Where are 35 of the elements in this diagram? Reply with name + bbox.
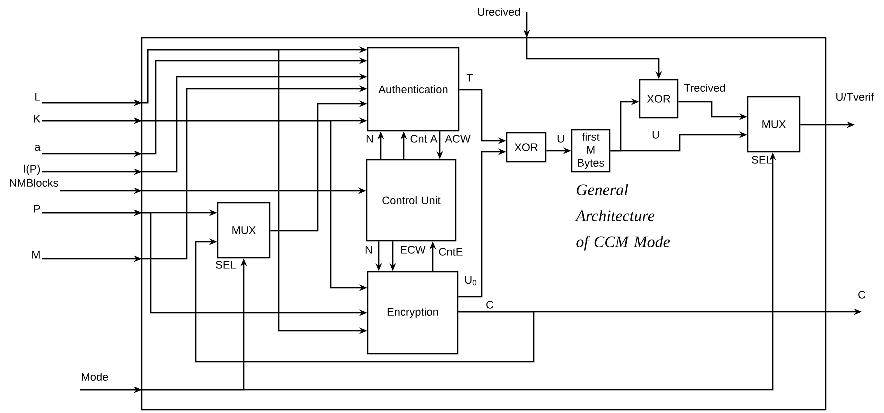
signal-label: C (858, 291, 866, 299)
arrow (195, 238, 535, 363)
block-box: XOR (506, 132, 547, 163)
signal-label: Mode (82, 372, 108, 382)
port-label: SEL (752, 156, 772, 164)
block-box: Authentication (367, 47, 460, 132)
edge-label: Cnt A (410, 135, 438, 143)
signal-label: Urecived (478, 8, 520, 16)
edge-label: N (366, 135, 374, 143)
edge-label: U (558, 135, 564, 143)
block-box: MUX (747, 96, 801, 153)
edge-label: N (366, 246, 372, 254)
edge-label: U$_{0}$ (466, 276, 477, 286)
block-box: XOR (639, 79, 679, 119)
block-box: first M Bytes (571, 129, 611, 173)
edge-label: CntE (439, 248, 463, 256)
edge-label: C (486, 301, 494, 309)
block-box: Control Unit (366, 159, 457, 242)
signal-label: a (35, 145, 41, 152)
edge-label: Trecived (684, 84, 726, 92)
edge-label: ECW (401, 246, 426, 254)
edge-label: ACW (445, 135, 471, 143)
block-box: MUX (217, 202, 271, 259)
edge-label: T (466, 74, 474, 82)
signal-label: P (34, 205, 40, 213)
port-label: SEL (216, 261, 236, 269)
signal-label: M (32, 251, 40, 259)
block-box: Encryption (367, 271, 459, 355)
signal-label: L (36, 93, 40, 101)
signal-label: l(P) (24, 164, 40, 176)
signal-label: U/Tverif (836, 92, 874, 102)
signal-label: NMBlocks (10, 178, 58, 188)
diagram-caption: General Architecture of CCM Mode (575, 184, 670, 251)
edge-label: U (652, 131, 660, 139)
signal-label: K (34, 115, 41, 123)
